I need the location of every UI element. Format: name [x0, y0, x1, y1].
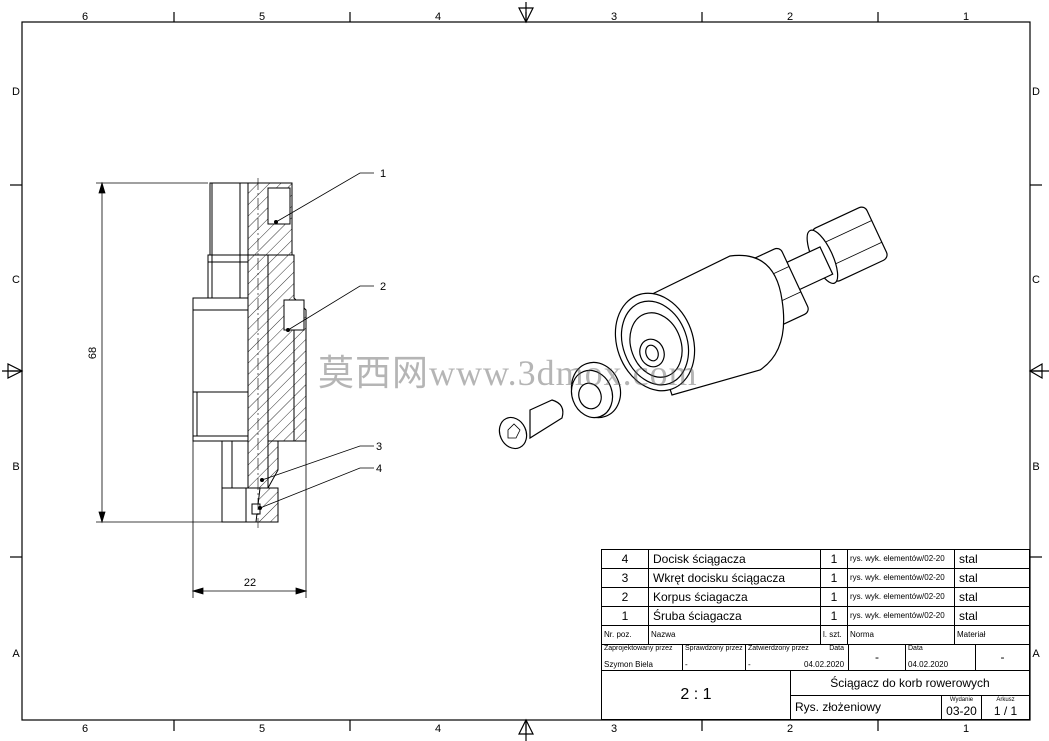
approved-value: -: [748, 660, 751, 669]
parts-row-3-material: stal: [954, 568, 1030, 588]
sheet-cell: Arkusz 1 / 1: [981, 695, 1030, 720]
parts-row-2-name: Korpus ściagacza: [648, 587, 821, 607]
header-name: Nazwa: [648, 625, 821, 645]
sheet-value: 1 / 1: [993, 704, 1018, 718]
zone-col-bottom-6: 6: [82, 723, 88, 735]
balloon-1: 1: [380, 168, 386, 180]
drawing-title: Ściągacz do korb rowerowych: [790, 670, 1030, 696]
zone-row-right-c: C: [1032, 274, 1040, 286]
zone-col-bottom-4: 4: [435, 723, 441, 735]
zone-col-top-1: 1: [963, 11, 969, 23]
zone-row-left-c: C: [12, 274, 20, 286]
leader-lines: [257, 172, 374, 510]
zone-col-top-5: 5: [259, 11, 265, 23]
parts-row-1-qty: 1: [820, 606, 848, 626]
parts-row-3-name: Wkręt docisku ściągacza: [648, 568, 821, 588]
balloon-4: 4: [376, 463, 382, 475]
isometric-exploded-view: [498, 206, 888, 450]
designed-cell: Zaprojektowany przez Szymon Biela: [601, 644, 683, 671]
parts-row-4-name: Docisk ściągacza: [648, 549, 821, 569]
zone-row-right-a: A: [1032, 648, 1040, 660]
header-pos: Nr. poz.: [601, 625, 649, 645]
parts-row-2-material: stal: [954, 587, 1030, 607]
parts-row-3-qty: 1: [820, 568, 848, 588]
sheet-label: Arkusz: [996, 697, 1015, 703]
parts-row-3-pos: 3: [601, 568, 649, 588]
approved-label: Zatwierdzony przez: [748, 645, 809, 652]
designed-label: Zaprojektowany przez: [604, 645, 673, 652]
drawing-type: Rys. złożeniowy: [790, 695, 942, 720]
parts-row-1-material: stal: [954, 606, 1030, 626]
balloon-3: 3: [376, 441, 382, 453]
zone-col-top-2: 2: [787, 11, 793, 23]
zone-row-left-b: B: [12, 461, 19, 473]
zone-col-bottom-1: 1: [963, 723, 969, 735]
date2-value: 04.02.2020: [908, 660, 949, 669]
section-view: [192, 178, 307, 528]
parts-row-2-qty: 1: [820, 587, 848, 607]
watermark: 莫西网www.3dmox.com: [318, 353, 698, 393]
edition-cell: Wydanie 03-20: [941, 695, 982, 720]
parts-row-2-standard: rys. wyk. elementów/02-20: [847, 587, 955, 607]
zone-row-right-b: B: [1032, 461, 1039, 473]
checked-value: -: [685, 660, 688, 669]
date1-value: 04.02.2020: [804, 660, 845, 669]
date1-label: Data: [829, 645, 844, 652]
parts-row-4-standard: rys. wyk. elementów/02-20: [847, 549, 955, 569]
zone-row-right-d: D: [1032, 86, 1040, 98]
parts-row-2-pos: 2: [601, 587, 649, 607]
dimension-height: 68: [87, 347, 99, 359]
edition-label: Wydanie: [949, 697, 974, 703]
zone-col-top-3: 3: [611, 11, 617, 23]
parts-row-4-pos: 4: [601, 549, 649, 569]
parts-row-4-material: stal: [954, 549, 1030, 569]
parts-row-1-name: Śruba ściagacza: [648, 606, 821, 626]
checked-cell: Sprawdzony przez -: [682, 644, 746, 671]
checked-label: Sprawdzony przez: [685, 645, 743, 652]
zone-row-left-d: D: [12, 86, 20, 98]
zone-col-bottom-5: 5: [259, 723, 265, 735]
parts-row-1-pos: 1: [601, 606, 649, 626]
balloon-2: 2: [380, 281, 386, 293]
date2-label: Data: [908, 645, 923, 652]
edition-value: 03-20: [946, 704, 977, 718]
parts-row-4-qty: 1: [820, 549, 848, 569]
designed-value: Szymon Biela: [604, 660, 653, 669]
parts-row-3-standard: rys. wyk. elementów/02-20: [847, 568, 955, 588]
blank-2: -: [975, 644, 1030, 671]
zone-col-bottom-2: 2: [787, 723, 793, 735]
title-block: 4 Docisk ściągacza 1 rys. wyk. elementów…: [601, 549, 1030, 720]
dimension-width: 22: [244, 577, 256, 589]
zone-row-left-a: A: [12, 648, 20, 660]
approved-cell: Zatwierdzony przez - Data 04.02.2020: [745, 644, 849, 671]
zone-col-top-4: 4: [435, 11, 441, 23]
zone-col-bottom-3: 3: [611, 723, 617, 735]
header-qty: l. szt.: [820, 625, 848, 645]
scale: 2 : 1: [601, 670, 791, 720]
header-standard: Norma: [847, 625, 955, 645]
parts-row-1-standard: rys. wyk. elementów/02-20: [847, 606, 955, 626]
date2-cell: Data 04.02.2020: [905, 644, 976, 671]
zone-col-top-6: 6: [82, 11, 88, 23]
header-material: Materiał: [954, 625, 1030, 645]
dimension-lines: [96, 181, 308, 598]
blank-1: -: [848, 644, 906, 671]
